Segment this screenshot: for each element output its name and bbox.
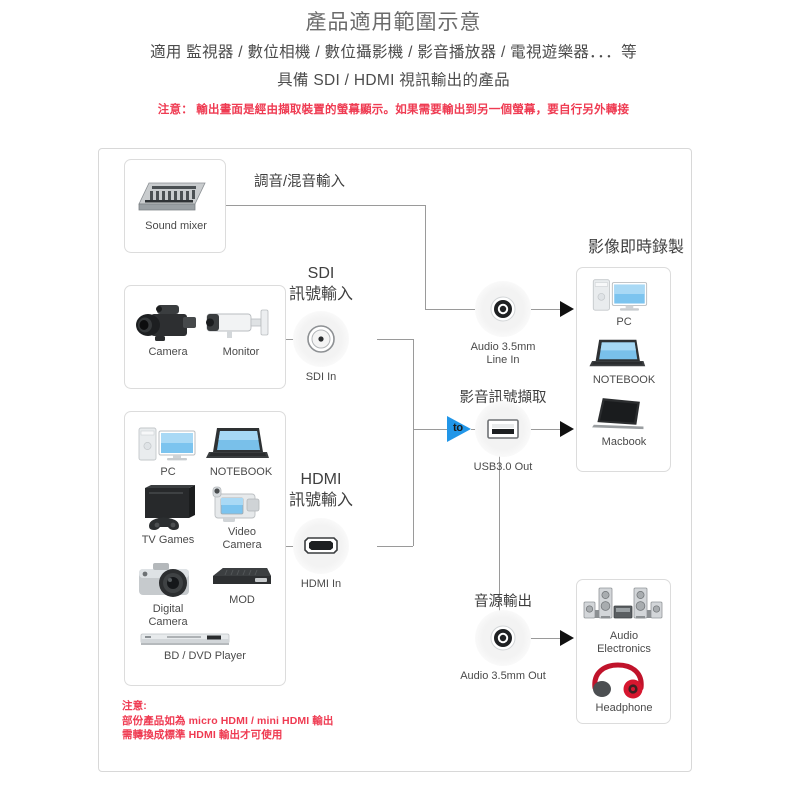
mixer-icon — [138, 182, 206, 211]
headphone-icon — [592, 662, 644, 699]
set-top-box-icon — [213, 568, 271, 584]
device-label: Headphone — [595, 702, 653, 714]
line-hdmiin-right — [377, 546, 413, 547]
line-audioout-to-arrow — [531, 638, 563, 639]
speaker-system-icon — [583, 587, 663, 619]
audio-output-group: Audio Electronics Headphone — [576, 579, 671, 724]
camcorder-icon — [136, 305, 196, 341]
port-audio-out[interactable] — [475, 610, 531, 666]
device-headphone: Headphone — [587, 662, 661, 715]
device-digital-camera: Digital Camera — [131, 557, 205, 629]
line-sdiin-down — [413, 339, 414, 429]
device-label: NOTEBOOK — [592, 374, 656, 386]
desktop-pc-icon — [592, 279, 648, 311]
label-sdi-connection: SDI 訊號輸入 — [288, 265, 353, 303]
handycam-icon — [212, 486, 260, 522]
label-usb-connection: 影音訊號擷取 — [459, 390, 547, 406]
device-target-pc: PC — [585, 274, 663, 329]
diagram-canvas: to Sound mix — [98, 148, 692, 772]
footnote-warning: 注意: 部份產品如為 micro HDMI / mini HDMI 輸出 需轉換… — [122, 700, 334, 741]
device-bd-dvd-player: BD / DVD Player — [137, 630, 273, 663]
device-video-camera: Video Camera — [203, 482, 281, 552]
device-sound-mixer: Sound mixer — [133, 174, 219, 233]
device-notebook: NOTEBOOK — [201, 422, 281, 479]
device-target-macbook: Macbook — [585, 396, 663, 449]
sound-mixer-group: Sound mixer — [124, 159, 226, 253]
line-hub-in — [413, 429, 447, 430]
port-usb3-out[interactable] — [475, 401, 531, 457]
label-audio-line-in: Audio 3.5mm Line In — [470, 341, 536, 366]
device-label: NOTEBOOK — [209, 466, 273, 478]
device-camera: Camera — [131, 298, 205, 359]
heading-recording-group: 影像即時錄製 — [587, 239, 684, 256]
device-target-notebook: NOTEBOOK — [585, 334, 663, 387]
device-mod: MOD — [205, 562, 279, 607]
header-warning-text: 注意： 輸出畫面是經由擷取裝置的螢幕顯示。如果需要輸出到另一個螢幕，要自行另外轉… — [157, 104, 630, 116]
device-pc: PC — [131, 422, 205, 479]
line-usb-to-arrow — [531, 429, 563, 430]
audio-jack-icon — [490, 625, 516, 651]
line-mixer-vertical — [425, 205, 426, 309]
device-label: MOD — [229, 594, 255, 606]
label-sdi-in: SDI In — [305, 371, 337, 383]
hdmi-connector-icon — [304, 537, 338, 554]
device-label: TV Games — [141, 534, 195, 546]
arrow-to-recording-pc — [560, 301, 574, 317]
recording-group: PC NOTEBOOK Macbook — [576, 267, 671, 472]
device-label: Audio Electronics — [597, 630, 651, 655]
line-linein-to-arrow — [531, 309, 563, 310]
label-hdmi-connection: HDMI 訊號輸入 — [288, 471, 353, 509]
laptop-icon — [589, 339, 646, 367]
device-label: PC — [160, 466, 176, 478]
device-label: Camera — [148, 346, 188, 358]
bnc-connector-icon — [307, 325, 335, 353]
line-hdmiin-up — [413, 429, 414, 546]
cctv-camera-icon — [206, 309, 269, 338]
dvd-player-icon — [140, 633, 230, 645]
usb-connector-icon — [487, 419, 519, 439]
subtitle-line-2: 具備 SDI / HDMI 視訊輸出的產品 — [277, 72, 510, 89]
laptop-icon — [206, 428, 269, 458]
desktop-pc-icon — [138, 427, 196, 461]
label-usb3-out: USB3.0 Out — [473, 461, 533, 473]
line-mixer-to-linein — [425, 309, 475, 310]
port-sdi-in[interactable] — [293, 311, 349, 367]
label-audio-out-connection: 音源輸出 — [474, 594, 532, 610]
device-label: Video Camera — [222, 526, 262, 551]
line-hub-down-to-audioout — [499, 429, 500, 638]
sdi-source-group: Camera Monitor — [124, 285, 286, 389]
device-monitor: Monitor — [201, 298, 281, 359]
arrow-to-recording-macbook — [560, 421, 574, 437]
label-mixer-connection: 調音/混音輸入 — [254, 174, 346, 190]
port-audio-line-in[interactable] — [475, 281, 531, 337]
line-sdiin-right — [377, 339, 413, 340]
page-title: 產品適用範圍示意 — [305, 11, 482, 34]
dslr-icon — [139, 563, 189, 597]
line-mixer-horizontal — [225, 205, 425, 206]
device-tv-games: TV Games — [131, 484, 205, 547]
hub-to-label: to — [453, 422, 463, 434]
hdmi-source-group: PC NOTEBOOK — [124, 411, 286, 686]
label-hdmi-in: HDMI In — [300, 578, 342, 590]
subtitle-line-1: 適用 監視器 / 數位相機 / 數位攝影機 / 影音播放器 / 電視遊樂器．．．… — [150, 44, 637, 61]
device-label: Digital Camera — [148, 603, 188, 628]
audio-jack-icon — [490, 296, 516, 322]
label-audio-out: Audio 3.5mm Out — [460, 670, 546, 682]
arrow-to-audio-devices — [560, 630, 574, 646]
device-label: Monitor — [222, 346, 260, 358]
device-label: BD / DVD Player — [164, 650, 246, 662]
game-console-icon — [145, 485, 195, 530]
device-label: Sound mixer — [145, 220, 207, 232]
port-hdmi-in[interactable] — [293, 518, 349, 574]
device-label: Macbook — [601, 436, 647, 448]
header: 產品適用範圍示意 適用 監視器 / 數位相機 / 數位攝影機 / 影音播放器 /… — [0, 0, 787, 119]
hub-to-node[interactable] — [447, 416, 471, 442]
macbook-icon — [592, 398, 644, 430]
device-label: PC — [616, 316, 632, 328]
device-audio-electronics: Audio Electronics — [581, 586, 667, 656]
